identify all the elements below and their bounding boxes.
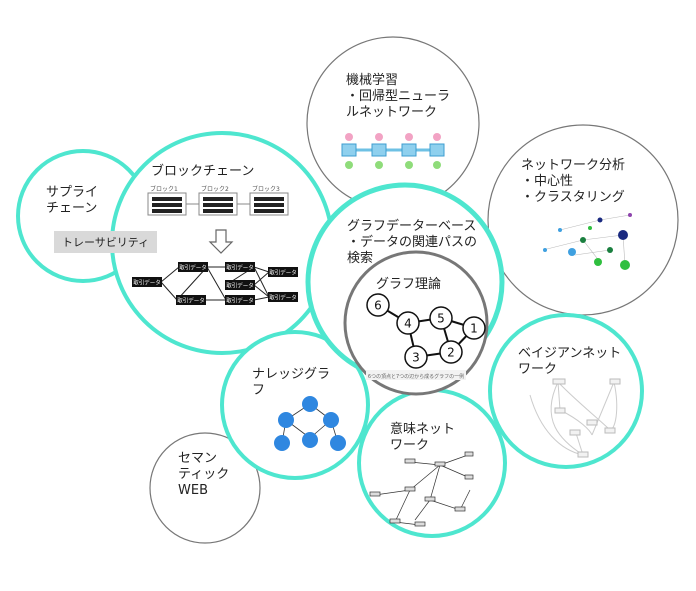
svg-text:3: 3 xyxy=(412,351,420,365)
transaction-edge xyxy=(253,266,270,298)
svg-text:取引データ: 取引データ xyxy=(177,297,205,305)
svg-text:取引データ: 取引データ xyxy=(226,282,254,290)
svg-text:6: 6 xyxy=(374,299,382,313)
transaction-edge xyxy=(253,266,270,273)
svg-text:取引データ: 取引データ xyxy=(269,269,297,277)
svg-text:取引データ: 取引データ xyxy=(179,264,207,272)
block-label-3: ブロック3 xyxy=(252,185,280,193)
svg-text:5: 5 xyxy=(437,312,445,326)
graph-node-5: 5 xyxy=(429,306,453,330)
semantic-network-thumbnail xyxy=(369,451,474,527)
graph-caption-bg xyxy=(366,370,466,380)
network-analysis-thumbnail xyxy=(542,213,632,270)
transaction-node: 取引データ xyxy=(268,292,298,302)
transaction-node: 取引データ xyxy=(176,295,206,305)
bubble-machine-learning xyxy=(306,36,480,210)
graph-node-1: 1 xyxy=(462,316,486,340)
block-label-2: ブロック2 xyxy=(201,185,229,193)
transaction-node: 取引データ xyxy=(225,295,255,305)
label-network-analysis: ネットワーク分析 ・中心性 ・クラスタリング xyxy=(521,158,626,205)
knowledge-graph-thumbnail xyxy=(274,396,346,451)
transaction-edge xyxy=(253,284,270,298)
bubble-semantic-network xyxy=(357,388,507,538)
rnn-thumbnail xyxy=(341,133,445,169)
label-graph-theory: グラフ理論 xyxy=(376,277,442,292)
svg-text:1: 1 xyxy=(470,322,478,336)
label-semantic-web: セマン ティック WEB xyxy=(178,451,230,498)
blockchain-blocks xyxy=(147,192,289,216)
bubble-network-analysis xyxy=(487,124,679,316)
bubble-knowledge-graph xyxy=(220,330,370,480)
label-knowledge-graph: ナレッジグラ フ xyxy=(252,367,331,398)
bubble-blockchain: ブロック1 ブロック2 ブロック3 取引データ取引データ取引データ取引データ取引… xyxy=(110,131,334,355)
transaction-node: 取引データ xyxy=(225,280,255,290)
graph-caption: 6つの頂点と7つの辺から成るグラフの一例 xyxy=(368,373,464,380)
transaction-edge xyxy=(160,266,180,283)
transaction-node: 取引データ xyxy=(132,277,162,287)
transaction-edge xyxy=(160,281,178,301)
label-machine-learning: 機械学習 ・回帰型ニューラ ルネットワーク xyxy=(346,73,451,120)
transaction-edge xyxy=(176,266,208,301)
label-bayesian-network: ベイジアンネット ワーク xyxy=(518,346,622,377)
label-supply-chain: サプライ チェーン xyxy=(46,185,99,216)
tag-traceability: トレーサビリティ xyxy=(54,231,158,253)
svg-text:取引データ: 取引データ xyxy=(226,264,254,272)
label-blockchain: ブロックチェーン xyxy=(151,164,255,179)
label-graph-database: グラフデーターベース ・データの関連パスの 検索 xyxy=(347,219,478,266)
transaction-edge xyxy=(253,271,270,286)
bubble-graph-theory: 6つの頂点と7つの辺から成るグラフの一例 6 4 5 1 2 3 xyxy=(343,250,489,396)
svg-text:取引データ: 取引データ xyxy=(133,279,161,287)
graph-node-3: 3 xyxy=(404,345,428,369)
down-arrow-icon xyxy=(208,229,234,254)
svg-text:2: 2 xyxy=(447,346,455,360)
transaction-node: 取引データ xyxy=(178,262,208,272)
graph-node-6: 6 xyxy=(366,293,390,317)
transaction-edge xyxy=(206,266,227,301)
transaction-node: 取引データ xyxy=(225,262,255,272)
blockchain-block-labels: ブロック1 ブロック2 ブロック3 xyxy=(150,185,280,193)
block-label-1: ブロック1 xyxy=(150,185,178,193)
bayesian-thumbnail xyxy=(529,378,621,458)
transaction-edge xyxy=(253,296,270,301)
graph-theory-nodes: 6 4 5 1 2 3 xyxy=(366,293,486,369)
graph-node-2: 2 xyxy=(439,340,463,364)
svg-text:4: 4 xyxy=(404,317,412,331)
svg-text:取引データ: 取引データ xyxy=(269,294,297,302)
transaction-node: 取引データ xyxy=(268,267,298,277)
bubble-semantic-web xyxy=(149,432,261,544)
graph-node-4: 4 xyxy=(396,311,420,335)
bubble-bayesian-network xyxy=(488,313,644,469)
svg-text:取引データ: 取引データ xyxy=(226,297,254,305)
label-semantic-network: 意味ネット ワーク xyxy=(390,422,456,453)
